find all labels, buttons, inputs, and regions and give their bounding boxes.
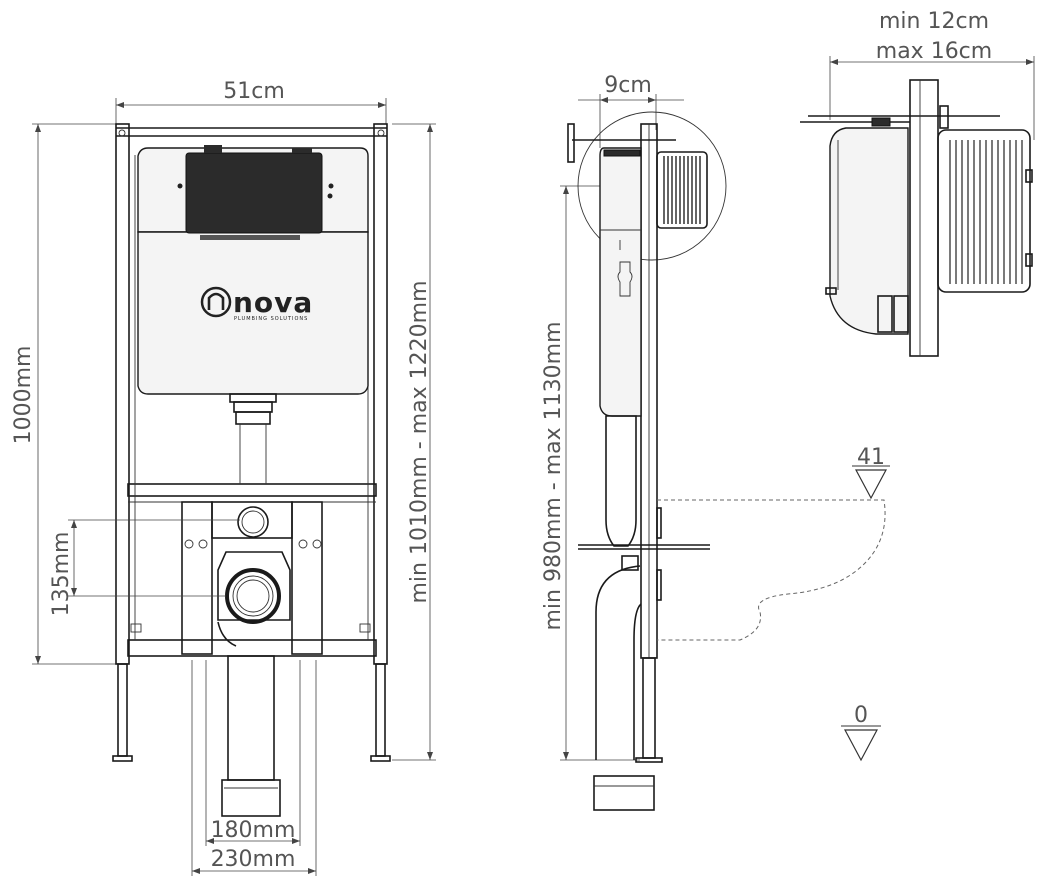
level-bottom-label: 0 (854, 703, 868, 728)
front-view: 51cm 1000mm min 1010mm - max 1220mm (11, 79, 436, 876)
outer-width-label: 230mm (211, 847, 296, 872)
nova-logo: nova PLUMBING SOLUTIONS (200, 286, 313, 322)
depth-dimension: 9cm (578, 73, 684, 148)
brand-tagline: PLUMBING SOLUTIONS (234, 316, 308, 322)
side-height-dimension: min 980mm - max 1130mm (541, 185, 640, 761)
side-height-label: min 980mm - max 1130mm (541, 321, 566, 630)
detail-max-label: max 16cm (876, 39, 992, 64)
height-label: 1000mm (11, 346, 36, 445)
flush-bellows (656, 151, 708, 229)
brand-name: nova (233, 286, 313, 319)
detail-callout-circle (577, 111, 727, 261)
toilet-outline (657, 499, 886, 641)
adjust-label: min 1010mm - max 1220mm (407, 280, 432, 603)
width-label: 51cm (223, 79, 285, 104)
drain-offset-dimension: 135mm (49, 519, 240, 617)
cistern-side (599, 147, 642, 417)
drain-assembly (181, 501, 323, 817)
cistern: nova PLUMBING SOLUTIONS (137, 145, 369, 395)
adjust-dimension: min 1010mm - max 1220mm (392, 123, 436, 761)
level-top-marker: 41 (852, 445, 890, 500)
drain-offset-label: 135mm (49, 532, 74, 617)
inner-width-label: 180mm (211, 818, 296, 843)
side-view: 9cm min 980mm - max 1130mm (541, 73, 890, 811)
detail-min-label: min 12cm (879, 9, 989, 34)
width-dimension: 51cm (115, 79, 387, 124)
frame (112, 123, 391, 762)
level-top-label: 41 (857, 445, 885, 470)
level-bottom-marker: 0 (841, 703, 881, 762)
bottom-dimensions: 180mm 230mm (191, 660, 317, 876)
detail-view: min 12cm max 16cm (800, 9, 1035, 357)
flush-pipe (229, 393, 277, 484)
height-dimension: 1000mm (11, 123, 116, 665)
depth-label: 9cm (604, 73, 652, 98)
